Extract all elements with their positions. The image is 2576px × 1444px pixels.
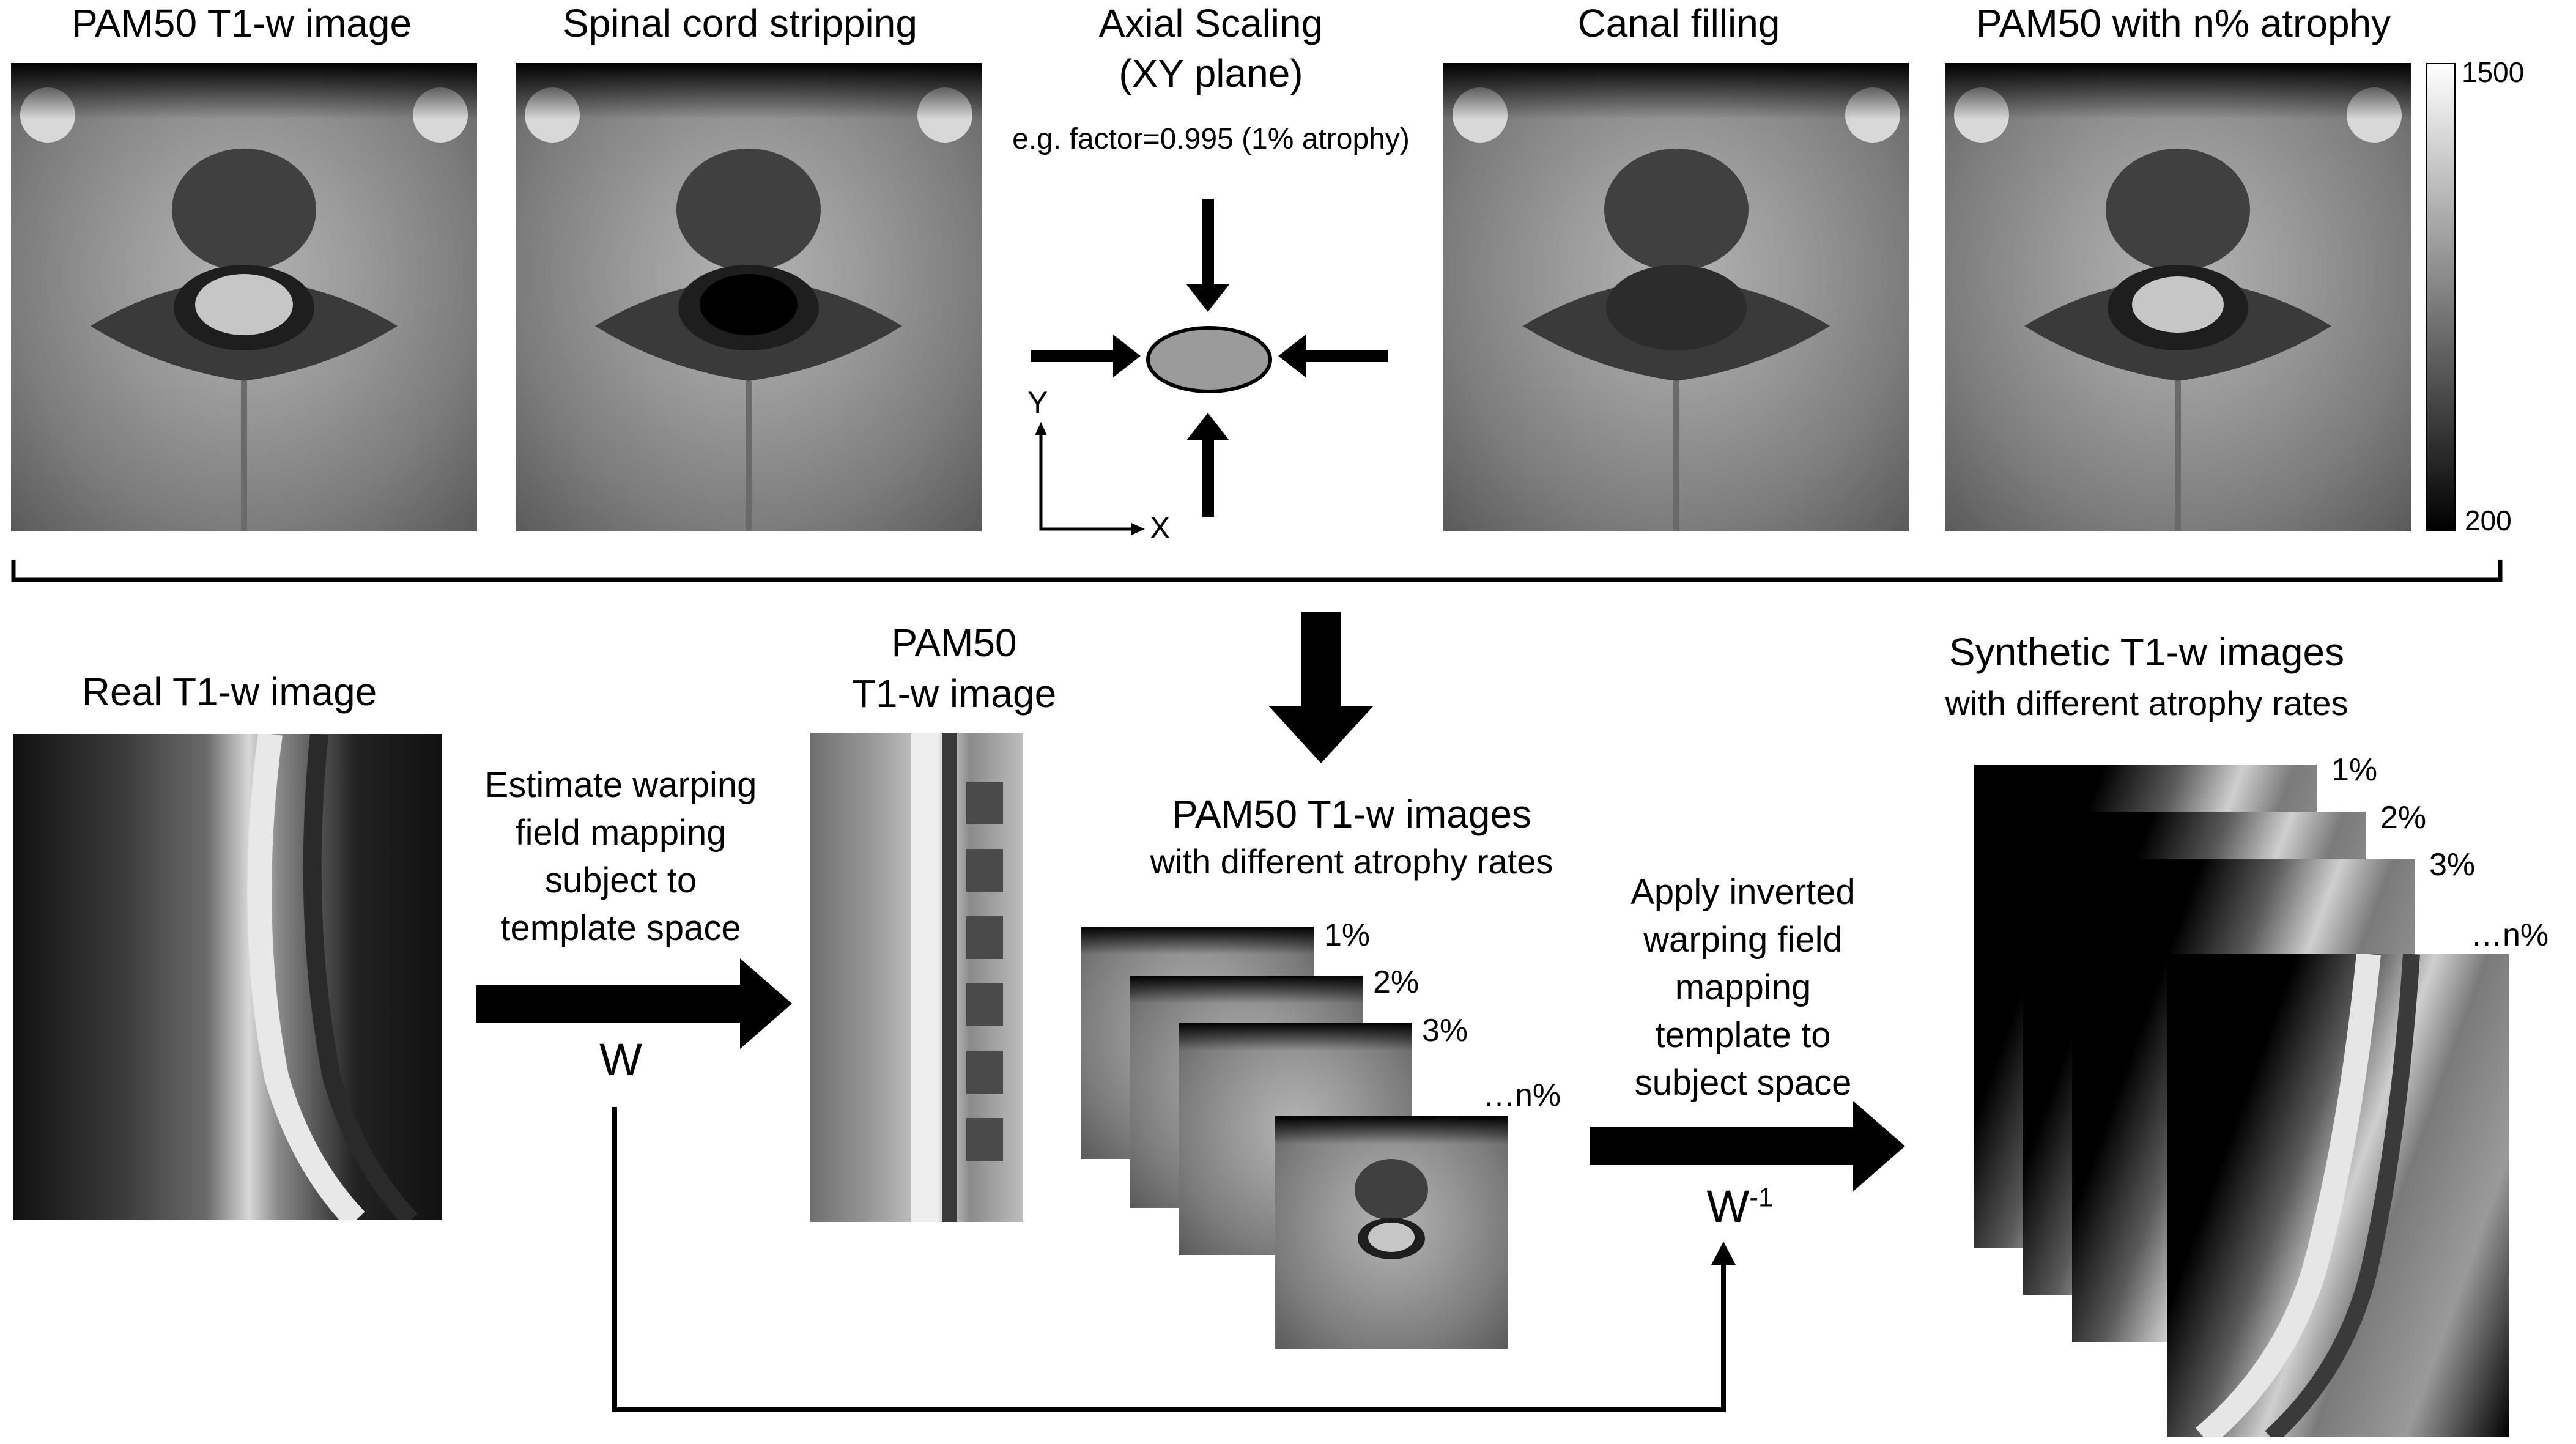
return-connector: [612, 1107, 1726, 1412]
canal-filled-axial-image: [1443, 63, 1909, 531]
atrophy-axial-image: [1945, 63, 2411, 531]
scaled-cord-ellipse: [1146, 326, 1272, 393]
pam50-atrophy-label: PAM50 with n% atrophy: [1975, 1, 2391, 45]
canal-filling-label: Canal filling: [1577, 1, 1780, 45]
estimate-line-4: template space: [500, 908, 741, 948]
apply-line-1: Apply inverted: [1630, 872, 1856, 912]
colorbar-min-label: 200: [2465, 505, 2512, 536]
rate-image-n-anatomy: [1355, 1159, 1428, 1259]
canal-filled-axial-anatomy: [1453, 87, 1900, 531]
synth-image-n: [2167, 954, 2509, 1437]
real-t1w-sagittal-image: [13, 734, 442, 1220]
axis-y-label: Y: [1027, 385, 1048, 420]
w-arrow-icon: [476, 958, 792, 1049]
estimate-line-3: subject to: [544, 861, 697, 900]
pam50-sagittal-anatomy: [911, 733, 1003, 1222]
pam50-axial-image: [11, 63, 477, 531]
synthetic-title: Synthetic T1-w images: [1949, 630, 2345, 674]
axis-y-arrowhead-icon: [1035, 422, 1047, 435]
estimate-line-2: field mapping: [515, 813, 727, 853]
w-inverse-superscript: -1: [1749, 1182, 1774, 1213]
synth-rate-label-3: 3%: [2429, 847, 2476, 883]
apply-line-4: template to: [1655, 1015, 1831, 1055]
arrow-left-icon: [1278, 335, 1388, 377]
apply-line-5: subject space: [1634, 1063, 1852, 1103]
rate-label-2: 2%: [1373, 965, 1419, 1000]
rates-title: PAM50 T1-w images: [1171, 792, 1532, 836]
synth-image-n-anatomy: [2196, 954, 2420, 1437]
arrow-down-icon: [1186, 199, 1229, 312]
axial-scaling-title: Axial Scaling: [1098, 1, 1323, 45]
axial-scaling-example: e.g. factor=0.995 (1% atrophy): [1012, 123, 1410, 155]
pam50-sag-label-2: T1-w image: [851, 672, 1057, 716]
real-sagittal-anatomy: [247, 734, 418, 1220]
intensity-colorbar: [2426, 63, 2456, 531]
real-t1w-label: Real T1-w image: [81, 670, 377, 714]
pam50-sagittal-image: [810, 733, 1023, 1222]
pam50-sag-label-1: PAM50: [891, 621, 1017, 665]
spinal-cord-stripping-label: Spinal cord stripping: [563, 1, 917, 45]
estimate-line-1: Estimate warping: [484, 765, 757, 805]
arrow-right-icon: [1031, 335, 1141, 377]
atrophy-axial-anatomy: [1954, 87, 2402, 531]
apply-line-3: mapping: [1675, 968, 1812, 1007]
group-bracket: [11, 560, 2503, 582]
axis-x-arrowhead-icon: [1131, 523, 1145, 535]
colorbar-max-label: 1500: [2462, 56, 2525, 88]
w-inverse-base: W: [1706, 1181, 1750, 1232]
axial-scaling-plane: (XY plane): [1119, 51, 1303, 95]
arrow-up-icon: [1186, 413, 1229, 517]
rate-image-n: [1275, 1116, 1508, 1349]
return-arrowhead-icon: [1711, 1242, 1736, 1265]
stripped-axial-image: [516, 63, 982, 531]
big-down-arrow-icon: [1269, 612, 1373, 763]
synthetic-subtitle: with different atrophy rates: [1945, 684, 2348, 722]
apply-line-2: warping field: [1643, 920, 1843, 960]
w-inverse-label: W-1: [1688, 1180, 1792, 1232]
rates-subtitle: with different atrophy rates: [1150, 842, 1553, 881]
w-label: W: [599, 1034, 642, 1085]
synth-rate-label-n: …n%: [2471, 917, 2549, 953]
estimate-warping-text: Estimate warping field mapping subject t…: [459, 761, 783, 952]
pam50-t1w-label: PAM50 T1-w image: [71, 1, 412, 45]
synth-rate-label-2: 2%: [2380, 800, 2427, 835]
apply-warping-text: Apply inverted warping field mapping tem…: [1578, 868, 1908, 1107]
rate-label-n: …n%: [1483, 1078, 1561, 1113]
rate-label-1: 1%: [1324, 917, 1371, 953]
synth-rate-label-1: 1%: [2331, 752, 2378, 788]
axis-x-label: X: [1150, 511, 1171, 545]
xy-axes: [1039, 431, 1134, 531]
rate-label-3: 3%: [1422, 1013, 1468, 1048]
w-inverse-arrow-icon: [1590, 1101, 1905, 1191]
